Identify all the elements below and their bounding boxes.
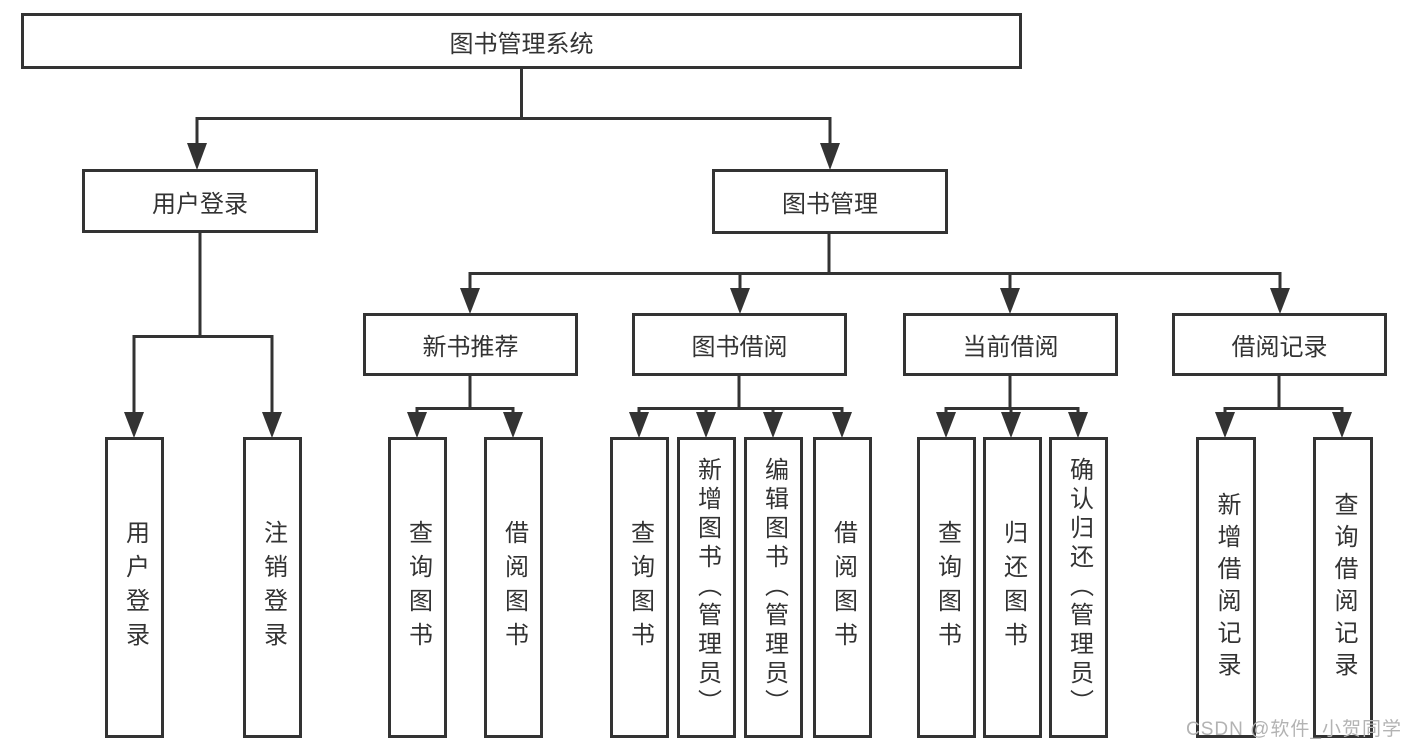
leaf-return-book: 归还图书 (983, 437, 1042, 738)
leaf-return-book-label: 归还图书 (999, 519, 1027, 656)
leaf-query-book-borrow: 查询图书 (610, 437, 669, 738)
node-user-login-label: 用户登录 (152, 190, 248, 218)
leaf-add-book-admin-label: 新增图书（管理员） (693, 457, 721, 718)
leaf-user-login: 用户登录 (105, 437, 164, 738)
node-current-borrow: 当前借阅 (903, 313, 1118, 376)
watermark-text: CSDN @软件_小贺同学 (1186, 719, 1402, 740)
leaf-logout-label: 注销登录 (259, 519, 287, 656)
leaf-query-book-recommend-label: 查询图书 (404, 519, 432, 656)
leaf-borrow-book-recommend: 借阅图书 (484, 437, 543, 738)
node-book-management: 图书管理 (712, 169, 948, 234)
leaf-logout: 注销登录 (243, 437, 302, 738)
node-new-book-recommend: 新书推荐 (363, 313, 578, 376)
leaf-edit-book-admin-label: 编辑图书（管理员） (760, 457, 788, 718)
leaf-query-book-current: 查询图书 (917, 437, 976, 738)
leaf-query-book-borrow-label: 查询图书 (626, 519, 654, 656)
leaf-confirm-return-admin-label: 确认归还（管理员） (1065, 457, 1093, 718)
leaf-query-book-recommend: 查询图书 (388, 437, 447, 738)
leaf-query-borrow-record: 查询借阅记录 (1313, 437, 1373, 738)
leaf-edit-book-admin: 编辑图书（管理员） (744, 437, 803, 738)
node-book-management-label: 图书管理 (782, 191, 878, 218)
node-user-login: 用户登录 (82, 169, 318, 233)
leaf-add-borrow-record: 新增借阅记录 (1196, 437, 1256, 738)
node-new-book-recommend-label: 新书推荐 (422, 334, 519, 361)
leaf-borrow-book-recommend-label: 借阅图书 (500, 519, 528, 656)
node-book-borrow: 图书借阅 (632, 313, 847, 376)
leaf-query-borrow-record-label: 查询借阅记录 (1330, 491, 1357, 684)
leaf-confirm-return-admin: 确认归还（管理员） (1049, 437, 1108, 738)
leaf-add-borrow-record-label: 新增借阅记录 (1213, 491, 1240, 684)
node-borrow-records-label: 借阅记录 (1231, 334, 1328, 361)
node-current-borrow-label: 当前借阅 (962, 334, 1059, 361)
leaf-query-book-current-label: 查询图书 (933, 519, 961, 656)
node-root: 图书管理系统 (21, 13, 1022, 69)
node-book-borrow-label: 图书借阅 (691, 334, 788, 361)
node-root-label: 图书管理系统 (449, 30, 594, 58)
leaf-user-login-label: 用户登录 (121, 519, 149, 656)
leaf-borrow-book-label: 借阅图书 (829, 519, 857, 656)
leaf-add-book-admin: 新增图书（管理员） (677, 437, 736, 738)
leaf-borrow-book: 借阅图书 (813, 437, 872, 738)
node-borrow-records: 借阅记录 (1172, 313, 1387, 376)
